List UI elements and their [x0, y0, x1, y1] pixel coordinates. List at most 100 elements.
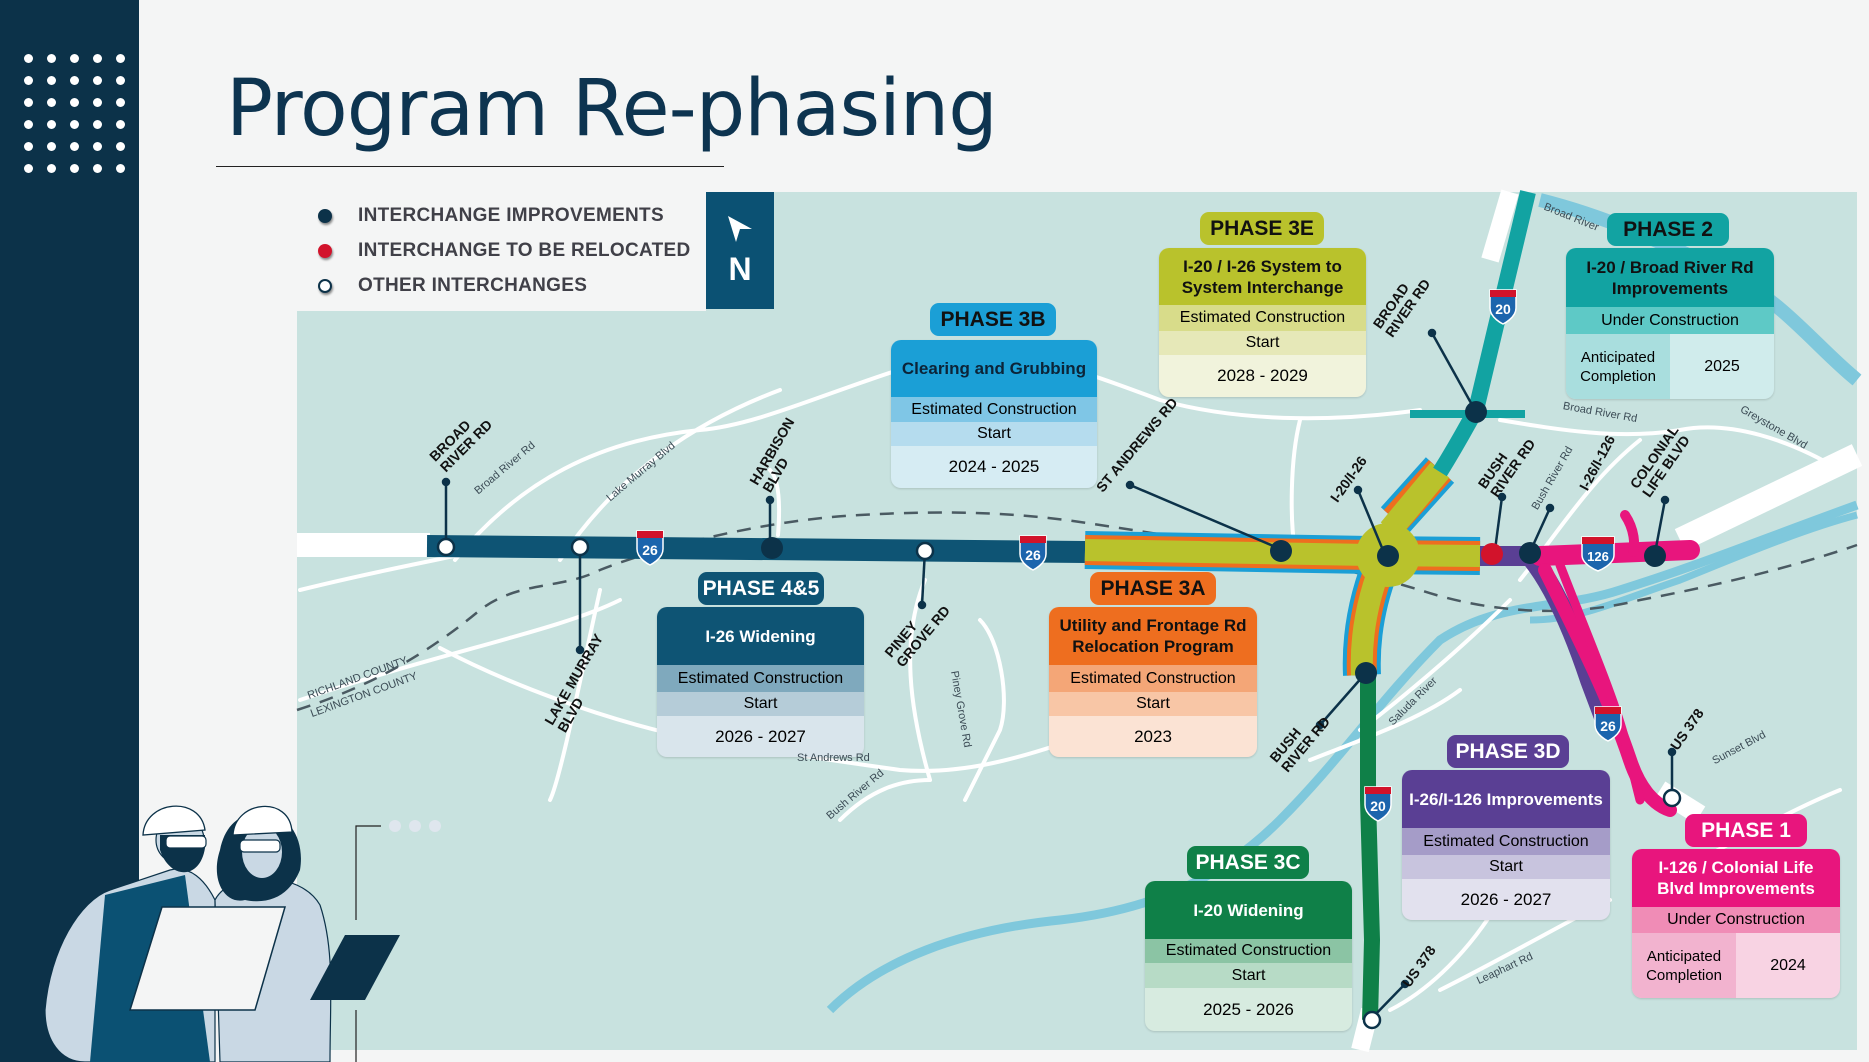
interstate-shields: 26 26 20 126 26 20 — [636, 289, 1622, 822]
north-label: N — [728, 251, 752, 287]
i26-phase-45-segment — [426, 535, 1086, 563]
phase-3b-status: Estimated Construction — [891, 397, 1097, 422]
road-label-st-andrews-rd: St Andrews Rd — [797, 752, 870, 764]
decorative-dot-grid — [24, 54, 125, 173]
interchange-markers — [436, 328, 1682, 1030]
legend-label: INTERCHANGE IMPROVEMENTS — [358, 204, 664, 226]
interchange-i20-i26 — [1377, 545, 1399, 567]
phase-3e-value: 2028 - 2029 — [1217, 366, 1308, 385]
phase-3e-status: Estimated Construction — [1159, 305, 1366, 331]
phase-45-title: I-26 Widening — [657, 607, 864, 665]
phase-2-badge: PHASE 2 — [1607, 213, 1729, 246]
phase-3b-card: Clearing and Grubbing Estimated Construc… — [891, 340, 1097, 488]
phase-45-card: I-26 Widening Estimated Construction Sta… — [657, 607, 864, 757]
phase-3a-badge: PHASE 3A — [1090, 572, 1216, 605]
phase-3a-card: Utility and Frontage Rd Relocation Progr… — [1049, 607, 1257, 757]
interchange-broad-river-e — [1465, 401, 1487, 423]
phase-3d-card: I-26/I-126 Improvements Estimated Constr… — [1402, 770, 1610, 920]
phase-1-sub: Anticipated Completion — [1632, 933, 1736, 998]
phase-3e-badge: PHASE 3E — [1200, 212, 1324, 245]
phase-1-card: I-126 / Colonial Life Blvd Improvements … — [1632, 849, 1840, 998]
map-legend: INTERCHANGE IMPROVEMENTS INTERCHANGE TO … — [318, 198, 691, 303]
shield-i26-south-text: 26 — [1600, 718, 1616, 734]
phase-3d-badge: PHASE 3D — [1447, 735, 1569, 768]
phase-3b-badge: PHASE 3B — [930, 303, 1056, 336]
tablet — [310, 935, 400, 1000]
phase-1-badge: PHASE 1 — [1685, 814, 1807, 847]
phase-2-value: 2025 — [1704, 357, 1740, 375]
interchange-harbison — [761, 537, 783, 559]
phase-3c-sub: Start — [1145, 963, 1352, 988]
phase-1-value: 2024 — [1770, 956, 1806, 974]
shield-i26-center: 26 — [1019, 535, 1047, 571]
phase-3e-card: I-20 / I-26 System to System Interchange… — [1159, 248, 1366, 397]
shield-i20-south-text: 20 — [1370, 798, 1386, 814]
i20-phase-3c-segment — [1360, 675, 1381, 1021]
phase-3a-title: Utility and Frontage Rd Relocation Progr… — [1049, 607, 1257, 665]
interchange-broad-river-w — [436, 537, 456, 557]
shield-i20-south: 20 — [1364, 786, 1392, 822]
red-circle-icon — [318, 243, 332, 258]
interchange-bush-river-relocated — [1481, 543, 1503, 565]
shield-i26-south: 26 — [1594, 706, 1622, 742]
interchange-us378-s — [1362, 1010, 1382, 1030]
i126-phase-1-segment — [1530, 510, 1700, 817]
shield-i26-center-text: 26 — [1025, 547, 1041, 563]
title-divider — [216, 166, 724, 167]
sidebar-panel — [0, 0, 139, 1062]
phase-45-sub: Start — [657, 692, 864, 716]
phase-1-title: I-126 / Colonial Life Blvd Improvements — [1632, 849, 1840, 907]
phase-3b-value: 2024 - 2025 — [948, 457, 1040, 476]
legend-label: INTERCHANGE TO BE RELOCATED — [358, 239, 691, 261]
legend-label: OTHER INTERCHANGES — [358, 274, 588, 296]
interchange-i26-i126 — [1519, 542, 1541, 564]
legend-item-interchange-improvements: INTERCHANGE IMPROVEMENTS — [318, 198, 691, 233]
north-indicator: N — [706, 192, 774, 309]
phase-3a-status: Estimated Construction — [1049, 665, 1257, 692]
phase-3b-title: Clearing and Grubbing — [891, 340, 1097, 397]
phase-1-status: Under Construction — [1632, 907, 1840, 933]
shield-i126: 126 — [1581, 536, 1615, 572]
phase-3a-corridor — [1084, 457, 1481, 676]
phase-3c-value: 2025 - 2026 — [1203, 999, 1294, 1019]
phase-3c-status: Estimated Construction — [1145, 939, 1352, 963]
phase-3b-sub: Start — [891, 422, 1097, 446]
interchange-piney-grove — [915, 541, 935, 561]
phase-3c-badge: PHASE 3C — [1187, 846, 1309, 879]
dark-circle-icon — [318, 208, 332, 223]
phase-3a-value: 2023 — [1134, 726, 1172, 746]
saluda-river — [826, 500, 1859, 1014]
interchange-lake-murray — [570, 537, 590, 557]
phase-3d-value: 2026 - 2027 — [1460, 889, 1552, 909]
shield-i26-west-text: 26 — [642, 542, 658, 558]
phase-3d-sub: Start — [1402, 855, 1610, 879]
clipboard — [128, 906, 286, 1011]
legend-item-other-interchanges: OTHER INTERCHANGES — [318, 268, 691, 303]
phase-3d-status: Estimated Construction — [1402, 828, 1610, 855]
hollow-circle-icon — [318, 278, 332, 293]
interchange-colonial-life — [1644, 545, 1666, 567]
phase-2-card: I-20 / Broad River Rd Improvements Under… — [1566, 248, 1774, 399]
shield-i126-text: 126 — [1587, 549, 1609, 564]
phase-3a-sub: Start — [1049, 692, 1257, 716]
phase-45-badge: PHASE 4&5 — [698, 572, 824, 605]
construction-workers-illustration — [44, 780, 497, 1062]
phase-2-status: Under Construction — [1566, 307, 1774, 334]
shield-i20-north: 20 — [1489, 289, 1517, 325]
interchange-us378-e — [1662, 788, 1682, 808]
shield-i20-north-text: 20 — [1495, 301, 1511, 317]
interchange-st-andrews — [1270, 540, 1292, 562]
phase-3e-title: I-20 / I-26 System to System Interchange — [1159, 248, 1366, 305]
interchange-bush-river-s — [1355, 662, 1377, 684]
phase-2-title: I-20 / Broad River Rd Improvements — [1566, 248, 1774, 307]
phase-45-value: 2026 - 2027 — [715, 726, 806, 746]
north-arrow-icon — [728, 216, 752, 242]
phase-45-status: Estimated Construction — [657, 665, 864, 692]
phase-3e-sub: Start — [1159, 331, 1366, 355]
phase-3d-title: I-26/I-126 Improvements — [1402, 770, 1610, 828]
phase-2-sub: Anticipated Completion — [1566, 334, 1670, 399]
phase-3c-title: I-20 Widening — [1145, 881, 1352, 939]
shield-i26-west: 26 — [636, 530, 664, 566]
legend-item-interchange-relocated: INTERCHANGE TO BE RELOCATED — [318, 233, 691, 268]
phase-3c-card: I-20 Widening Estimated Construction Sta… — [1145, 881, 1352, 1031]
